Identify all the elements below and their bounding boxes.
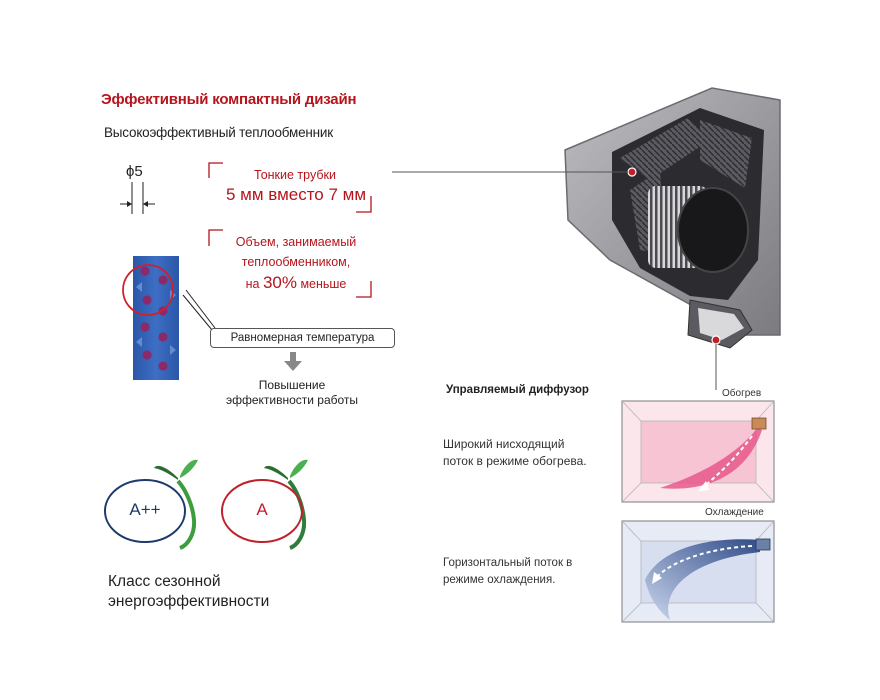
tube-text-brackets bbox=[208, 162, 372, 213]
tube-diameter-marker bbox=[120, 182, 155, 214]
even-temperature-callout: Равномерная температура bbox=[210, 328, 395, 348]
volume-prefix: на bbox=[245, 277, 263, 291]
diffuser-title: Управляемый диффузор bbox=[446, 384, 589, 396]
volume-text-line-3: на 30% меньше bbox=[222, 273, 370, 293]
cooling-desc-line-2: режиме охлаждения. bbox=[443, 574, 556, 586]
energy-badge-app: A++ bbox=[129, 500, 161, 519]
cooling-mode-label: Охлаждение bbox=[705, 507, 764, 518]
tube-text-line-1: Тонкие трубки bbox=[254, 168, 336, 182]
leaf-icon bbox=[154, 459, 198, 550]
diffuser-marker-dot bbox=[711, 335, 721, 345]
heating-desc-line-2: поток в режиме обогрева. bbox=[443, 454, 587, 468]
volume-percent: 30% bbox=[262, 273, 297, 292]
section-subtitle: Высокоэффективный теплообменник bbox=[104, 125, 333, 140]
efficiency-line-2: эффективности работы bbox=[225, 393, 359, 407]
energy-badge-a: A bbox=[256, 500, 268, 519]
energy-class-line-1: Класс сезонной bbox=[108, 573, 221, 590]
volume-text-brackets bbox=[208, 229, 372, 298]
tube-text-line-2: 5 мм вместо 7 мм bbox=[225, 185, 367, 204]
energy-badge-a-frame bbox=[221, 479, 303, 543]
indoor-unit-section bbox=[564, 87, 781, 349]
cooling-room-diagram bbox=[621, 520, 775, 623]
page-title: Эффективный компактный дизайн bbox=[101, 91, 357, 108]
heating-mode-label: Обогрев bbox=[722, 388, 762, 399]
energy-badge-app-frame bbox=[104, 479, 186, 543]
volume-text-line-1: Объем, занимаемый bbox=[235, 235, 357, 249]
volume-text-line-2: теплообменником, bbox=[241, 255, 351, 269]
arrow-down-icon bbox=[284, 352, 302, 371]
coil-marker-dot bbox=[627, 167, 637, 177]
cooling-description: Горизонтальный поток в режиме охлаждения… bbox=[443, 555, 572, 589]
leaf-icon bbox=[264, 459, 308, 550]
cooling-desc-line-1: Горизонтальный поток в bbox=[443, 557, 573, 569]
tube-diameter-label: ϕ5 bbox=[126, 163, 143, 180]
heating-description: Широкий нисходящий поток в режиме обогре… bbox=[443, 436, 587, 470]
volume-suffix: меньше bbox=[296, 277, 347, 291]
efficiency-caption: Повышение эффективности работы bbox=[212, 378, 372, 408]
efficiency-line-1: Повышение bbox=[258, 378, 326, 392]
heating-desc-line-1: Широкий нисходящий bbox=[443, 437, 565, 451]
heat-exchanger-coil bbox=[133, 256, 179, 380]
coil-highlight-circle bbox=[122, 264, 174, 316]
energy-class-line-2: энергоэффективности bbox=[108, 593, 270, 610]
callout-lines bbox=[182, 289, 216, 331]
heating-room-diagram bbox=[621, 400, 775, 503]
energy-class-caption: Класс сезонной энергоэффективности bbox=[108, 572, 269, 612]
